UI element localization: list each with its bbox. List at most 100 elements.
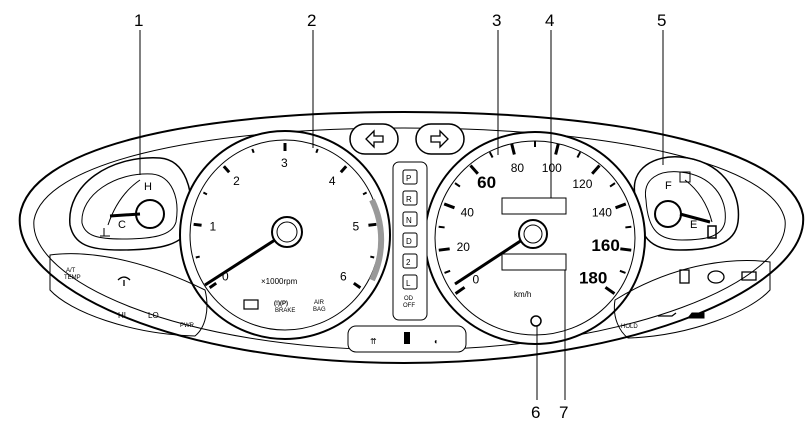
at-temp-label-1: A/T bbox=[66, 268, 76, 274]
airbag-label-2: BAG bbox=[313, 307, 326, 313]
speed-number: 100 bbox=[542, 161, 562, 175]
gear-indicator-l: L bbox=[406, 279, 411, 288]
gear-indicator-box bbox=[402, 190, 418, 206]
speed-number: 180 bbox=[579, 268, 607, 287]
tach-number: 1 bbox=[209, 220, 216, 234]
gear-indicator-box bbox=[402, 169, 418, 185]
tach-number: 6 bbox=[340, 269, 347, 283]
speed-tick bbox=[576, 151, 582, 158]
odometer-display bbox=[501, 197, 567, 215]
tach-tick bbox=[362, 191, 368, 196]
tach-hub bbox=[271, 216, 303, 248]
callout-6: 6 bbox=[531, 403, 540, 422]
callouts: 1 2 3 4 5 6 7 bbox=[134, 11, 666, 422]
callout-2: 2 bbox=[307, 11, 316, 30]
tach-tick bbox=[193, 222, 202, 227]
speed-tick bbox=[620, 247, 632, 252]
trip-reset-knob bbox=[530, 315, 542, 327]
tach-unit-label: ×1000rpm bbox=[261, 277, 298, 286]
fuel-empty-label: E bbox=[690, 219, 697, 231]
gear-indicator-box bbox=[402, 274, 418, 290]
tach-number: 3 bbox=[281, 156, 288, 170]
speed-number: 20 bbox=[457, 240, 471, 254]
pwr-label: PWR bbox=[180, 323, 195, 329]
speed-hub bbox=[518, 219, 548, 249]
airbag-label-1: AIR bbox=[314, 300, 325, 306]
gear-indicator-d: D bbox=[406, 237, 412, 246]
callout-5: 5 bbox=[657, 11, 666, 30]
speed-number: 120 bbox=[572, 177, 592, 191]
tach-tick bbox=[195, 255, 200, 259]
gear-indicator-box bbox=[402, 232, 418, 248]
temp-cold-label: C bbox=[118, 219, 126, 231]
oil-pressure-icon bbox=[658, 312, 677, 317]
gear-indicator-r: R bbox=[406, 195, 412, 204]
callout-3: 3 bbox=[492, 11, 501, 30]
at-temp-label-2: TEMP bbox=[64, 275, 81, 281]
tach-tick bbox=[352, 281, 362, 289]
speed-tick bbox=[438, 225, 445, 229]
speed-tick bbox=[454, 286, 466, 295]
speed-number: 80 bbox=[511, 161, 525, 175]
speed-number: 40 bbox=[461, 206, 475, 220]
brake-warning-symbol: (!)(P) bbox=[274, 301, 288, 307]
speed-number: 60 bbox=[477, 173, 496, 192]
speed-tick bbox=[510, 143, 516, 155]
speed-number: 160 bbox=[591, 236, 619, 255]
gear-indicator-box bbox=[402, 211, 418, 227]
fuel-pump-icon bbox=[707, 225, 717, 239]
speed-tick bbox=[454, 182, 461, 188]
tach-tick bbox=[208, 281, 218, 289]
callout-4: 4 bbox=[545, 11, 554, 30]
speed-number: 140 bbox=[592, 206, 612, 220]
speed-tick bbox=[591, 164, 601, 175]
battery-icon bbox=[243, 299, 259, 310]
tach-tick bbox=[368, 222, 377, 227]
speed-tick bbox=[554, 143, 560, 155]
high-beam-icon bbox=[117, 276, 131, 286]
tach-tick bbox=[251, 148, 255, 154]
speed-unit-label: km/h bbox=[514, 290, 531, 299]
abs-icon bbox=[707, 270, 725, 284]
brake-warning-label: BRAKE bbox=[275, 308, 295, 314]
trip-display bbox=[501, 253, 567, 271]
tach-tick bbox=[339, 165, 348, 174]
gear-indicator-p: P bbox=[406, 174, 411, 183]
od-label: OD bbox=[404, 296, 414, 302]
turn-signal-pods bbox=[349, 123, 465, 155]
low-fuel-icon bbox=[679, 269, 690, 284]
speed-tick bbox=[619, 269, 626, 274]
tach-number: 4 bbox=[329, 174, 336, 188]
check-engine-icon bbox=[741, 271, 757, 281]
speed-tick bbox=[609, 182, 616, 188]
door-ajar-icon bbox=[404, 332, 410, 344]
vehicle-icon bbox=[686, 312, 705, 319]
callout-7: 7 bbox=[559, 403, 568, 422]
tach-tick bbox=[315, 148, 319, 154]
gear-indicator-2: 2 bbox=[406, 258, 411, 267]
speed-tick bbox=[604, 286, 616, 295]
left-control-panel: A/T TEMP HI LO PWR bbox=[49, 253, 208, 337]
tach-tick bbox=[370, 255, 375, 259]
gear-indicator-n: N bbox=[406, 216, 412, 225]
left-turn-arrow-icon bbox=[365, 129, 384, 149]
fuel-gauge: F E bbox=[633, 156, 740, 251]
fuel-full-label: F bbox=[665, 180, 672, 192]
speed-number: 0 bbox=[473, 272, 480, 286]
speed-tick bbox=[488, 151, 494, 158]
tach-tick bbox=[202, 191, 208, 196]
hold-label: HOLD bbox=[621, 324, 638, 330]
fuel-cap-icon bbox=[679, 171, 691, 183]
speed-tick bbox=[614, 202, 627, 210]
callout-1: 1 bbox=[134, 11, 143, 30]
speed-tick bbox=[444, 269, 451, 274]
gear-indicator-box bbox=[402, 253, 418, 269]
tach-tick bbox=[222, 165, 231, 174]
speed-tick bbox=[443, 202, 456, 210]
headlight-icon: ◐ bbox=[434, 337, 439, 346]
tach-number: 0 bbox=[222, 269, 229, 283]
